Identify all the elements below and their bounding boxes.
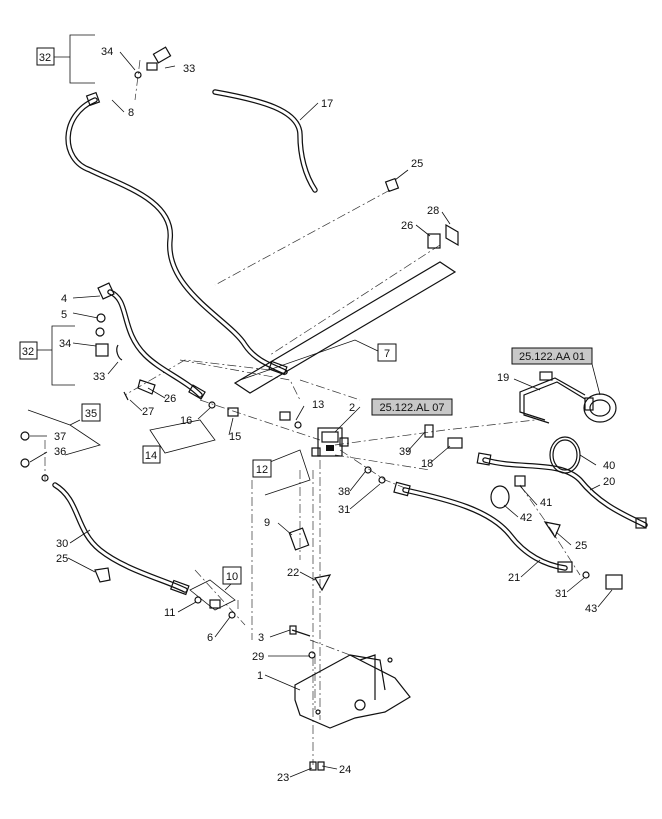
callout-13: 13 xyxy=(312,399,324,411)
callout-32-left: 32 xyxy=(22,346,34,358)
callout-25-left: 25 xyxy=(56,553,68,565)
callout-14: 14 xyxy=(145,450,157,462)
callout-43: 43 xyxy=(585,603,597,615)
callout-6: 6 xyxy=(207,632,213,644)
plate-1 xyxy=(294,654,411,729)
bracket-7 xyxy=(233,261,457,394)
callout-4: 4 xyxy=(61,293,67,305)
reference-al: 25.122.AL 07 xyxy=(379,402,444,414)
callout-19: 19 xyxy=(497,372,509,384)
callout-25-top: 25 xyxy=(411,158,423,170)
clamp-40 xyxy=(549,436,581,474)
callout-36: 36 xyxy=(54,446,66,458)
callout-29: 29 xyxy=(252,651,264,663)
hose-20 xyxy=(476,452,648,529)
callout-34-left: 34 xyxy=(59,338,71,350)
alignment-lines xyxy=(44,59,581,765)
callout-11: 11 xyxy=(164,607,175,619)
callout-17: 17 xyxy=(321,98,333,110)
callout-8: 8 xyxy=(128,107,134,119)
group-box-32-left xyxy=(19,341,38,360)
group-box-10 xyxy=(222,566,242,585)
callout-31-mid: 31 xyxy=(338,504,350,516)
callout-31-right: 31 xyxy=(555,588,567,600)
hose-8 xyxy=(65,91,288,376)
group-box-35 xyxy=(81,403,101,422)
callout-16: 16 xyxy=(180,415,192,427)
callout-26-right: 26 xyxy=(401,220,413,232)
callout-38: 38 xyxy=(338,486,350,498)
callout-30: 30 xyxy=(56,538,68,550)
group-box-32-top xyxy=(36,47,55,66)
callout-39: 39 xyxy=(399,446,411,458)
hose-4 xyxy=(97,282,206,400)
reference-box-al xyxy=(371,398,453,416)
callout-5: 5 xyxy=(61,309,67,321)
group-box-7 xyxy=(377,343,397,362)
callout-33-left: 33 xyxy=(93,371,105,383)
callout-23: 23 xyxy=(277,772,289,784)
hose-30 xyxy=(52,482,190,596)
group-box-12 xyxy=(252,459,272,478)
callout-22: 22 xyxy=(287,567,299,579)
reference-box-aa xyxy=(511,347,593,365)
group-box-14 xyxy=(142,445,161,464)
callout-32-top: 32 xyxy=(39,52,51,64)
callout-2: 2 xyxy=(349,402,355,414)
callout-40: 40 xyxy=(603,460,615,472)
tube-19 xyxy=(519,371,586,424)
callout-25-right: 25 xyxy=(575,540,587,552)
callout-24: 24 xyxy=(339,764,351,776)
reference-aa: 25.122.AA 01 xyxy=(519,351,585,363)
callout-26-left: 26 xyxy=(164,393,176,405)
callout-27: 27 xyxy=(142,406,154,418)
accumulator xyxy=(583,393,617,423)
fittings xyxy=(20,46,623,771)
callout-1: 1 xyxy=(257,670,263,682)
group-frames xyxy=(27,34,311,611)
callout-41: 41 xyxy=(540,497,552,509)
hose-21 xyxy=(393,481,573,573)
callout-18: 18 xyxy=(421,458,433,470)
hose-17 xyxy=(212,89,318,193)
callout-20: 20 xyxy=(603,476,615,488)
callout-10: 10 xyxy=(226,571,238,583)
callout-3: 3 xyxy=(258,632,264,644)
callout-33-top: 33 xyxy=(183,63,195,75)
leader-lines xyxy=(29,51,613,778)
callout-9: 9 xyxy=(264,517,270,529)
callout-28: 28 xyxy=(427,205,439,217)
valve-2 xyxy=(311,427,349,457)
callout-42: 42 xyxy=(520,512,532,524)
callout-34-top: 34 xyxy=(101,46,113,58)
clamp-42 xyxy=(490,485,510,509)
callout-labels: 32 34 33 8 17 25 26 28 7 4 5 32 34 33 27… xyxy=(22,46,615,784)
callout-35: 35 xyxy=(85,408,97,420)
callout-21: 21 xyxy=(508,572,520,584)
callout-37: 37 xyxy=(54,431,66,443)
callout-12: 12 xyxy=(256,464,268,476)
callout-7: 7 xyxy=(384,348,390,360)
callout-15: 15 xyxy=(229,431,241,443)
